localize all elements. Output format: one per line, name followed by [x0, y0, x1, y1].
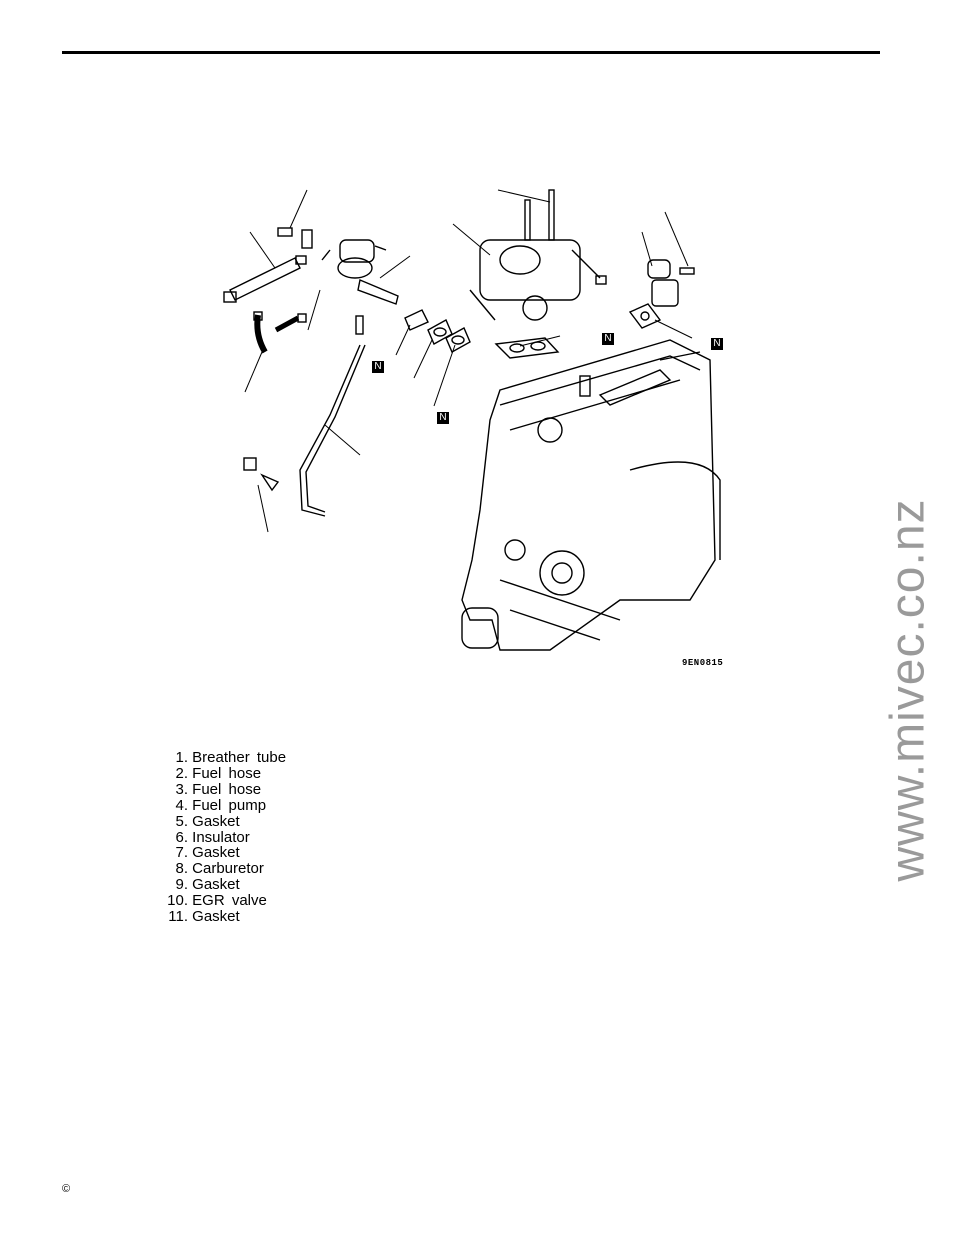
item-label: Carburetor	[192, 860, 264, 878]
item-label: Breather tube	[192, 749, 287, 766]
item-number: 8.	[175, 860, 188, 878]
fitting-part	[243, 457, 280, 492]
list-item: 3. Fuel hose	[150, 780, 286, 798]
n-badge-1: N	[372, 361, 384, 373]
item-label: Gasket	[192, 844, 240, 862]
carb-gasket-part	[494, 337, 560, 359]
item-number: 5.	[175, 812, 188, 830]
engine-illustration	[223, 189, 721, 651]
list-item: 7. Gasket	[150, 845, 286, 861]
list-item: 9. Gasket	[150, 877, 286, 893]
item-label: Fuel hose	[192, 780, 262, 798]
breather-tube-part	[223, 255, 307, 303]
carburetor-part	[469, 189, 607, 321]
list-item: 5. Gasket	[150, 812, 286, 830]
list-item: 11. Gasket	[150, 909, 286, 925]
item-label: Gasket	[192, 908, 240, 926]
leader-lines	[244, 189, 693, 533]
n-badge-3: N	[602, 333, 614, 345]
item-label: EGR valve	[192, 892, 267, 910]
fuel-hose-part	[253, 311, 307, 354]
fuel-pump-part	[321, 239, 399, 305]
item-label: Insulator	[192, 828, 250, 846]
item-number: 4.	[175, 796, 188, 814]
n-badge-4: N	[711, 338, 723, 350]
item-number: 1.	[175, 749, 188, 766]
n-badge-2: N	[437, 412, 449, 424]
item-number: 7.	[175, 844, 188, 862]
egr-valve-part	[647, 259, 695, 307]
list-item: 2. Fuel hose	[150, 764, 286, 782]
item-label: Gasket	[192, 876, 240, 894]
gasket-stack	[404, 309, 471, 353]
engine-block	[461, 339, 721, 651]
item-number: 2.	[175, 764, 188, 782]
list-item: 4. Fuel pump	[150, 796, 286, 814]
item-label: Fuel pump	[192, 796, 267, 814]
figure-code: 9EN0815	[682, 658, 724, 668]
parts-list: 1. Breather tube 2. Fuel hose 3. Fuel ho…	[150, 750, 286, 925]
item-label: Gasket	[192, 812, 240, 830]
list-item: 10. EGR valve	[150, 893, 286, 909]
list-item: 8. Carburetor	[150, 861, 286, 877]
item-number: 9.	[175, 876, 188, 894]
item-number: 10.	[167, 892, 188, 910]
egr-gasket-part	[628, 303, 662, 329]
list-item: 6. Insulator	[150, 828, 286, 846]
watermark: www.mivec.co.nz	[881, 498, 935, 882]
bolt-part	[277, 227, 313, 249]
copyright-mark: ©	[62, 1183, 71, 1195]
list-item: 1. Breather tube	[150, 750, 286, 766]
item-number: 3.	[175, 780, 188, 798]
item-number: 11.	[168, 908, 188, 926]
item-label: Fuel hose	[192, 764, 262, 782]
exploded-diagram	[200, 180, 740, 680]
pipe-part	[299, 315, 366, 517]
header-rule	[62, 51, 880, 54]
item-number: 6.	[175, 828, 188, 846]
